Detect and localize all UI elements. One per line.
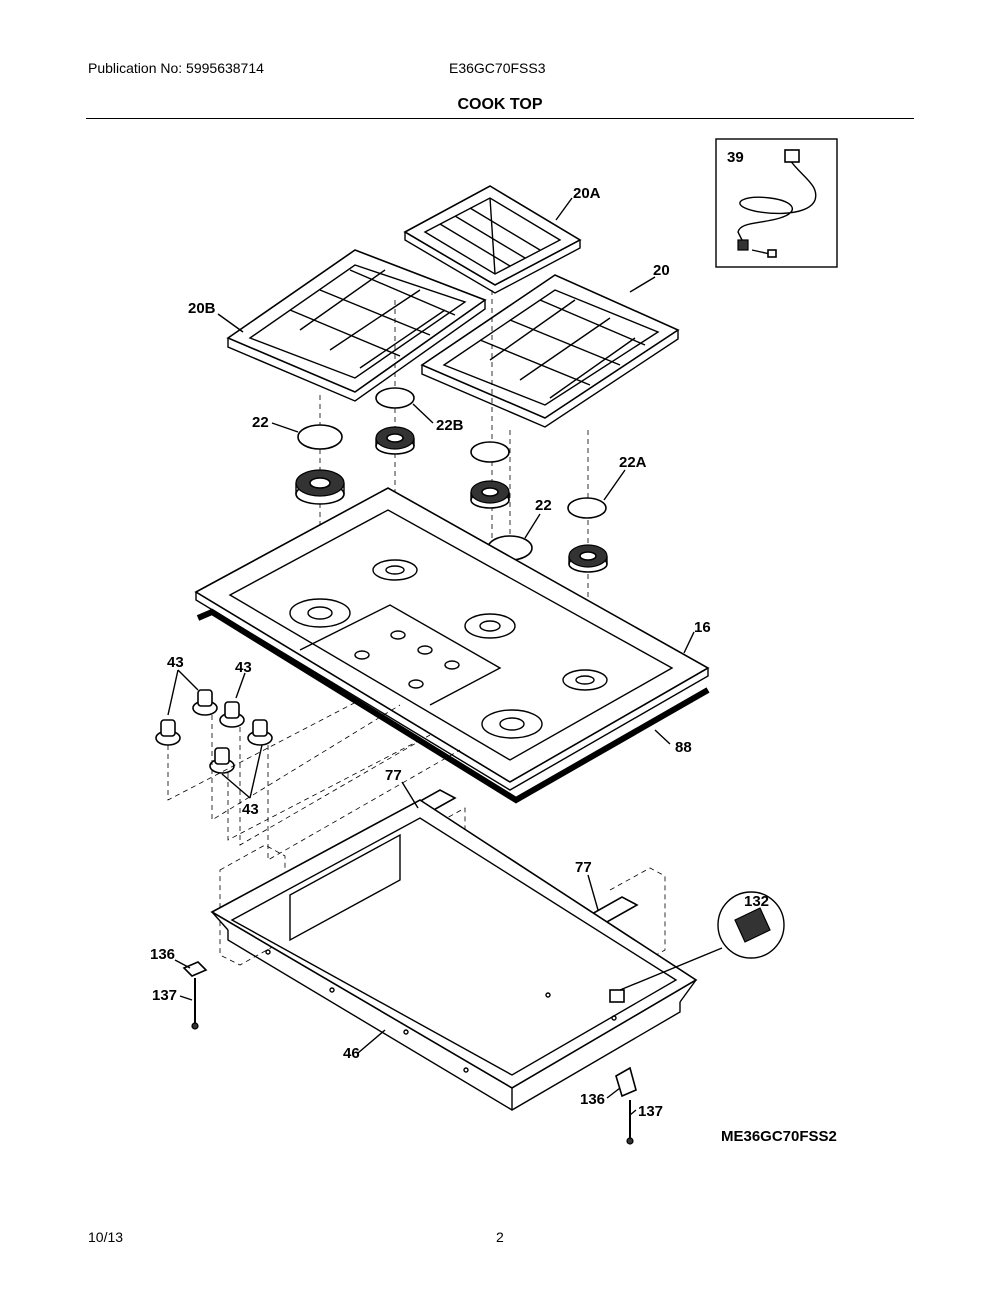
fastener-136-137-left <box>182 961 208 1030</box>
callout-77-lower: 77 <box>575 859 592 876</box>
knob-5 <box>209 747 235 774</box>
callout-43-upper-right: 43 <box>235 659 252 676</box>
callout-20b: 20B <box>188 300 216 317</box>
callout-20a: 20A <box>573 185 601 202</box>
title-rule <box>86 118 914 119</box>
power-cord-inset <box>715 138 838 268</box>
callout-20: 20 <box>653 262 670 279</box>
footer-page-number: 2 <box>496 1229 504 1245</box>
page-title: COOK TOP <box>457 96 543 113</box>
callout-136-right: 136 <box>580 1091 605 1108</box>
part-132-inset <box>609 891 785 1003</box>
model-number: E36GC70FSS3 <box>449 60 546 76</box>
grate-20b <box>226 249 487 402</box>
diagram-code: ME36GC70FSS2 <box>721 1128 837 1145</box>
burner-head-22-left <box>295 469 345 505</box>
callout-16: 16 <box>694 619 711 636</box>
knob-1 <box>155 719 181 746</box>
callout-136-left: 136 <box>150 946 175 963</box>
callout-46: 46 <box>343 1045 360 1062</box>
grate-20 <box>420 274 680 428</box>
callout-132: 132 <box>744 893 769 910</box>
callout-39: 39 <box>727 149 744 166</box>
callout-88: 88 <box>675 739 692 756</box>
leader-lines <box>167 197 695 1116</box>
burner-head-center <box>470 480 510 509</box>
callout-22-right: 22 <box>535 497 552 514</box>
fastener-136-137-right <box>615 1066 637 1145</box>
gasket-88 <box>196 608 710 804</box>
callout-43-upper-left: 43 <box>167 654 184 671</box>
callout-137-right: 137 <box>638 1103 663 1120</box>
callout-22b: 22B <box>436 417 464 434</box>
knob-3 <box>219 701 245 728</box>
callout-22-left: 22 <box>252 414 269 431</box>
cooktop-panel-16 <box>194 487 710 791</box>
alignment-lines-knobs <box>167 699 461 861</box>
grate-20a <box>403 185 582 294</box>
burner-head-22b <box>375 426 415 455</box>
control-knobs-43 <box>155 689 273 774</box>
knob-4 <box>247 719 273 746</box>
callout-43-lower: 43 <box>242 801 259 818</box>
burner-head-22a <box>568 544 608 573</box>
knob-2 <box>192 689 218 716</box>
footer-date: 10/13 <box>88 1229 124 1245</box>
callout-22a: 22A <box>619 454 647 471</box>
base-pan-46 <box>210 799 698 1111</box>
publication-number: Publication No: 5995638714 <box>88 60 264 76</box>
callout-137-left: 137 <box>152 987 177 1004</box>
callout-labels: 39 20A 20 20B 22 22B 22A 22 16 43 43 43 … <box>150 149 837 1145</box>
callout-77-upper: 77 <box>385 767 402 784</box>
